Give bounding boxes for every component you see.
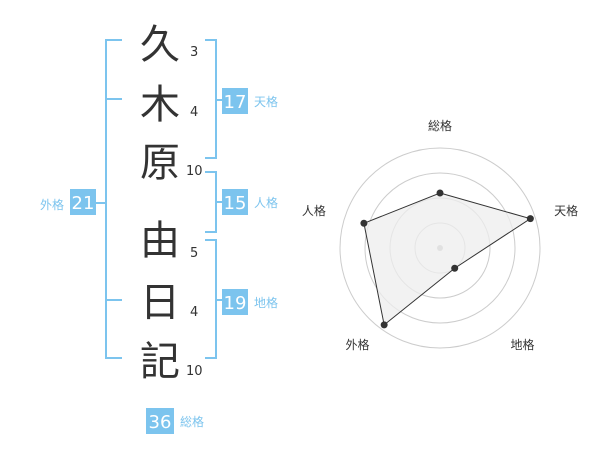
stroke-count-surname-3: 10 — [186, 164, 203, 179]
soukaku-score: 36 総格 — [146, 408, 204, 434]
svg-text:天格: 天格 — [254, 94, 278, 109]
stroke-count-surname-2: 4 — [190, 105, 198, 120]
radar-ring-3 — [364, 172, 516, 324]
kanji-given-1: 由 — [140, 218, 180, 264]
kanji-surname-3: 原 — [140, 140, 180, 186]
kanji-given-2: 日 — [140, 280, 180, 326]
chikaku-score: 19 地格 — [222, 289, 278, 315]
kanji-surname-1: 久 — [140, 22, 180, 68]
radar-point-0 — [436, 189, 444, 197]
radar-ring-4 — [339, 147, 541, 349]
stroke-count-surname-1: 3 — [190, 45, 198, 60]
radar-label-0: 総格 — [428, 118, 452, 133]
svg-text:15: 15 — [224, 193, 247, 214]
svg-text:21: 21 — [72, 193, 95, 214]
svg-text:36: 36 — [149, 412, 172, 433]
svg-text:19: 19 — [224, 293, 247, 314]
stroke-count-given-1: 5 — [190, 246, 198, 261]
svg-text:地格: 地格 — [254, 295, 278, 310]
tenkaku-score: 17 天格 — [222, 88, 278, 114]
radar-label-1: 天格 — [554, 203, 578, 218]
radar-point-2 — [451, 264, 459, 272]
svg-text:人格: 人格 — [254, 195, 278, 210]
radar-point-3 — [380, 321, 388, 329]
chikaku-bracket — [205, 239, 217, 359]
radar-label-4: 人格 — [302, 203, 326, 218]
svg-text:総格: 総格 — [180, 414, 204, 429]
radar-point-1 — [526, 215, 534, 223]
radar-label-3: 外格 — [345, 337, 369, 352]
svg-text:17: 17 — [224, 92, 247, 113]
radar-point-4 — [360, 219, 368, 227]
tenkaku-bracket — [205, 39, 217, 159]
jinkaku-bracket — [205, 171, 217, 233]
stroke-count-given-3: 10 — [186, 364, 203, 379]
jinkaku-score: 15 人格 — [222, 189, 278, 215]
gaikaku-score: 外格 21 — [40, 189, 96, 215]
kanji-surname-2: 木 — [140, 82, 180, 128]
gaikaku-bracket — [105, 39, 122, 359]
kanji-given-3: 記 — [140, 339, 180, 385]
svg-text:外格: 外格 — [40, 197, 64, 212]
stroke-count-given-2: 4 — [190, 305, 198, 320]
radar-polygon — [363, 192, 532, 326]
radar-label-2: 地格 — [511, 337, 535, 352]
